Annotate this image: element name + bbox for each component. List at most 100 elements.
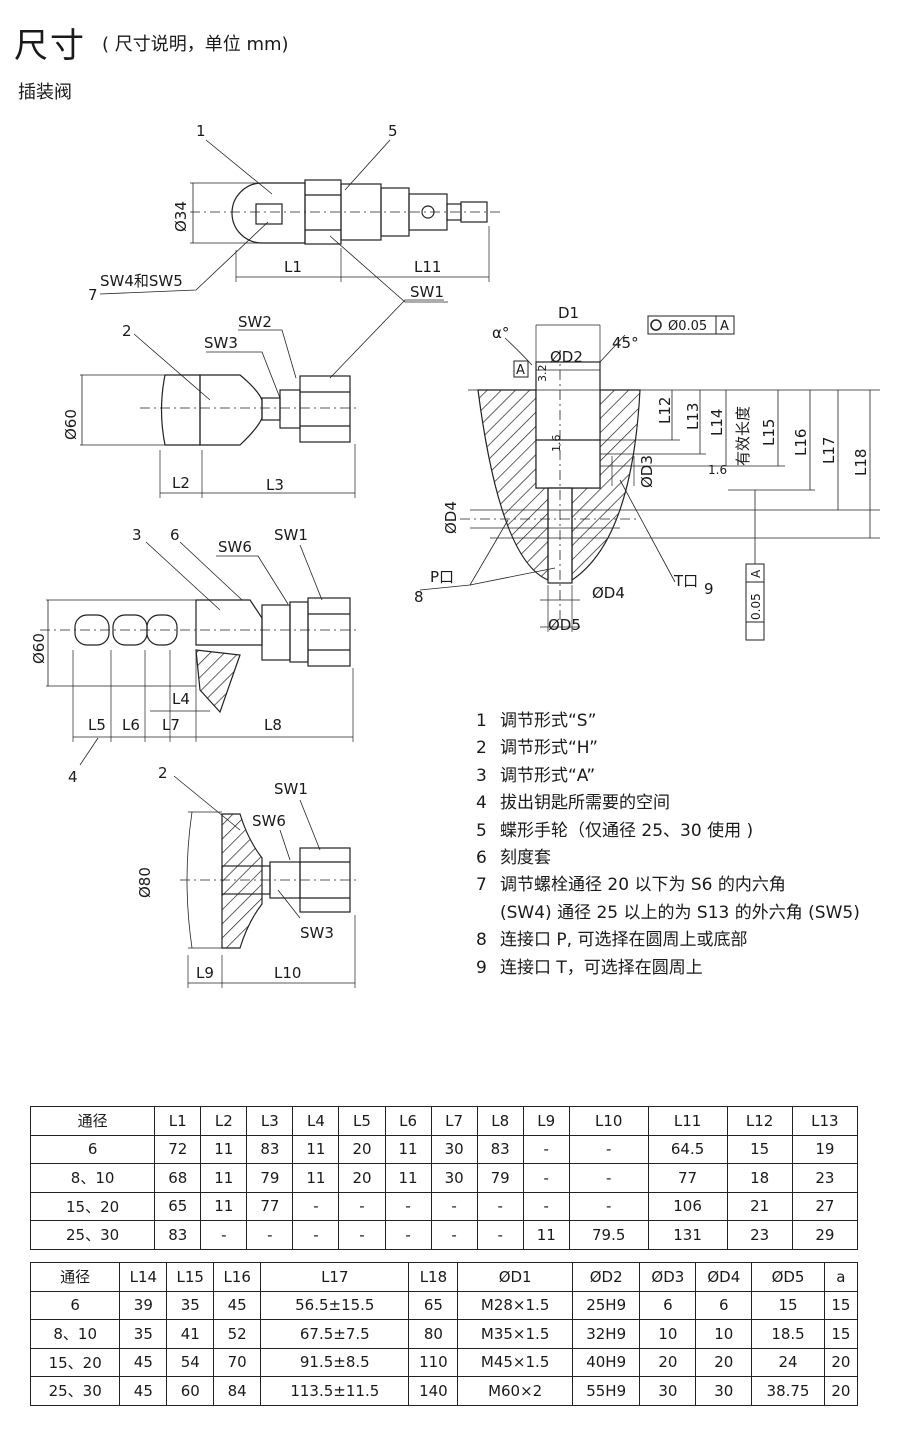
label-l1: L1 (284, 258, 302, 276)
label-roughness-32: 3.2 (536, 365, 549, 383)
table-cell: 80 (408, 1319, 459, 1349)
table-cell: 79 (476, 1163, 524, 1193)
table-cell: 52 (213, 1319, 262, 1349)
table-cell: 72 (154, 1134, 202, 1164)
table-cell: 20 (823, 1376, 859, 1406)
label-d34: Ø34 (172, 201, 190, 232)
table-cell: 20 (695, 1347, 753, 1377)
label-45deg: 45° (612, 334, 639, 352)
table-cell: L1 (154, 1106, 202, 1136)
table-cell: 30 (639, 1376, 697, 1406)
table-cell: L5 (338, 1106, 386, 1136)
table-cell: - (292, 1191, 340, 1221)
table-cell: 77 (647, 1163, 728, 1193)
table-cell: L6 (384, 1106, 432, 1136)
table-cell: M35×1.5 (457, 1319, 573, 1349)
callout-2-a: 2 (122, 322, 132, 340)
table-cell: - (522, 1191, 570, 1221)
label-d1: D1 (558, 304, 579, 322)
table-cell: 20 (823, 1347, 859, 1377)
label-l18: L18 (852, 449, 870, 476)
table-cell: 6 (639, 1290, 697, 1320)
label-alpha: α° (492, 324, 509, 342)
label-l10: L10 (274, 964, 301, 982)
table-cell: L11 (647, 1106, 728, 1136)
table-cell: L15 (166, 1262, 215, 1292)
table-cell: - (476, 1191, 524, 1221)
table-cell: L3 (246, 1106, 294, 1136)
table-cell: 131 (647, 1220, 728, 1250)
table-cell: 83 (154, 1220, 202, 1250)
table-cell: 11 (292, 1134, 340, 1164)
label-sw3-a: SW3 (204, 334, 238, 352)
label-sw2: SW2 (238, 313, 272, 331)
label-l17: L17 (820, 437, 838, 464)
table-cell: 15 (751, 1290, 825, 1320)
label-datum-a: A (720, 319, 729, 334)
label-l6: L6 (122, 716, 140, 734)
label-d5: ØD5 (548, 616, 581, 634)
table-cell: - (568, 1134, 649, 1164)
table-cell: 6 (695, 1290, 753, 1320)
label-d60-a: Ø60 (62, 409, 80, 440)
table-cell: 15 (823, 1290, 859, 1320)
table-cell: 23 (726, 1220, 793, 1250)
table-cell: - (430, 1220, 478, 1250)
table-cell: M60×2 (457, 1376, 573, 1406)
table-cell: 15、20 (29, 1347, 121, 1377)
table-cell: 60 (166, 1376, 215, 1406)
table-cell: - (384, 1220, 432, 1250)
label-sw4-sw5: SW4和SW5 (100, 272, 183, 290)
callout-4: 4 (68, 768, 78, 786)
table-cell: 70 (213, 1347, 262, 1377)
table-cell: 38.75 (751, 1376, 825, 1406)
label-sw1-a: SW1 (410, 283, 444, 301)
table-cell: L9 (522, 1106, 570, 1136)
table-cell: 10 (639, 1319, 697, 1349)
label-l3: L3 (266, 476, 284, 494)
label-l15: L15 (760, 419, 778, 446)
table-cell: 79.5 (568, 1220, 649, 1250)
table-cell: L18 (408, 1262, 459, 1292)
table-cell: - (430, 1191, 478, 1221)
table-cell: 11 (200, 1163, 248, 1193)
table-cell: 6 (29, 1134, 156, 1164)
table-cell: L8 (476, 1106, 524, 1136)
table-cell: ØD3 (639, 1262, 697, 1292)
table-cell: 11 (384, 1163, 432, 1193)
table-cell: M28×1.5 (457, 1290, 573, 1320)
table-cell: 110 (408, 1347, 459, 1377)
label-d60-b: Ø60 (30, 633, 48, 664)
table-cell: - (522, 1163, 570, 1193)
table-cell: 21 (726, 1191, 793, 1221)
label-datum-a-2: A (516, 363, 525, 378)
label-roughness-16b: 1.6 (708, 463, 727, 477)
table-cell: 通径 (29, 1262, 121, 1292)
table-cell: 29 (791, 1220, 859, 1250)
label-d4-a: ØD4 (442, 501, 460, 534)
table-cell: 106 (647, 1191, 728, 1221)
table-cell: 65 (408, 1290, 459, 1320)
table-cell: 77 (246, 1191, 294, 1221)
label-l5: L5 (88, 716, 106, 734)
table-cell: 30 (430, 1163, 478, 1193)
table-cell: 20 (639, 1347, 697, 1377)
table-cell: 30 (695, 1376, 753, 1406)
table-cell: 19 (791, 1134, 859, 1164)
label-sw1-c: SW1 (274, 780, 308, 798)
table-cell: 15 (823, 1319, 859, 1349)
label-l8: L8 (264, 716, 282, 734)
page-subtitle: ( 尺寸说明，单位 mm) (102, 34, 289, 55)
table-cell: - (246, 1220, 294, 1250)
table-cell: 83 (476, 1134, 524, 1164)
